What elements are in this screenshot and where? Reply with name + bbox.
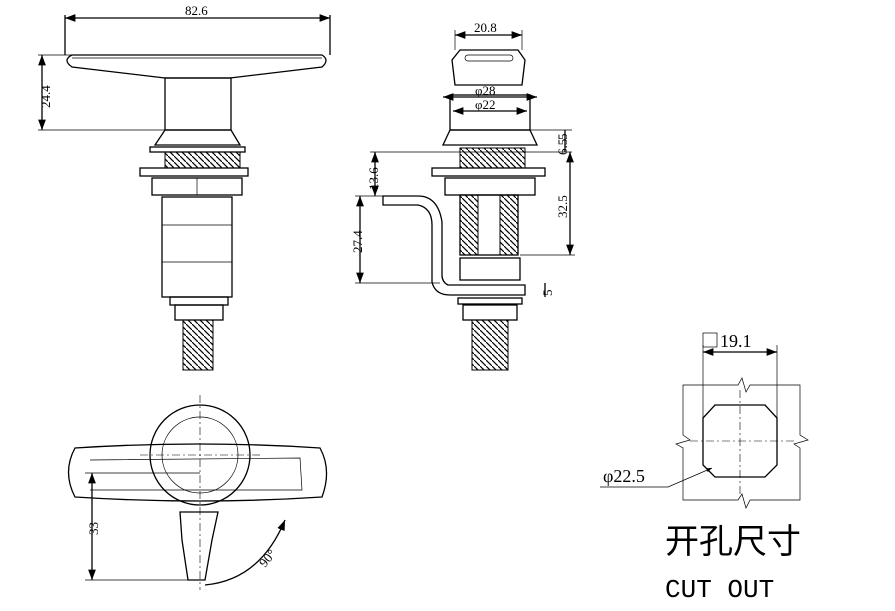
- dim-27-4: 27.4: [350, 230, 365, 253]
- dim-square: 19.1: [720, 331, 752, 351]
- dim-dia-inner: φ22: [475, 97, 496, 112]
- front-view: [38, 14, 331, 371]
- dim-height: 24.4: [38, 85, 53, 108]
- cutout-title-en: CUT OUT: [665, 575, 774, 605]
- cutout-title-cn: 开孔尺寸: [665, 522, 801, 562]
- dim-width: 82.6: [185, 3, 208, 18]
- dim-knob-width: 20.8: [474, 20, 497, 35]
- bottom-view: [67, 395, 328, 590]
- dim-angle: 90°: [256, 546, 279, 570]
- dim-33: 33: [86, 522, 101, 535]
- dim-6-5: 6.5: [555, 139, 570, 155]
- dim-5-bottom: 5: [540, 290, 555, 297]
- cutout-view: [600, 332, 809, 509]
- dim-13-6: 13.6: [366, 167, 381, 190]
- dim-32-5: 32.5: [555, 195, 570, 218]
- side-view: [355, 30, 575, 371]
- dim-cutout-dia: φ22.5: [603, 466, 645, 486]
- dim-dia-outer: φ28: [475, 83, 496, 98]
- dim-5-top: 5: [555, 134, 570, 141]
